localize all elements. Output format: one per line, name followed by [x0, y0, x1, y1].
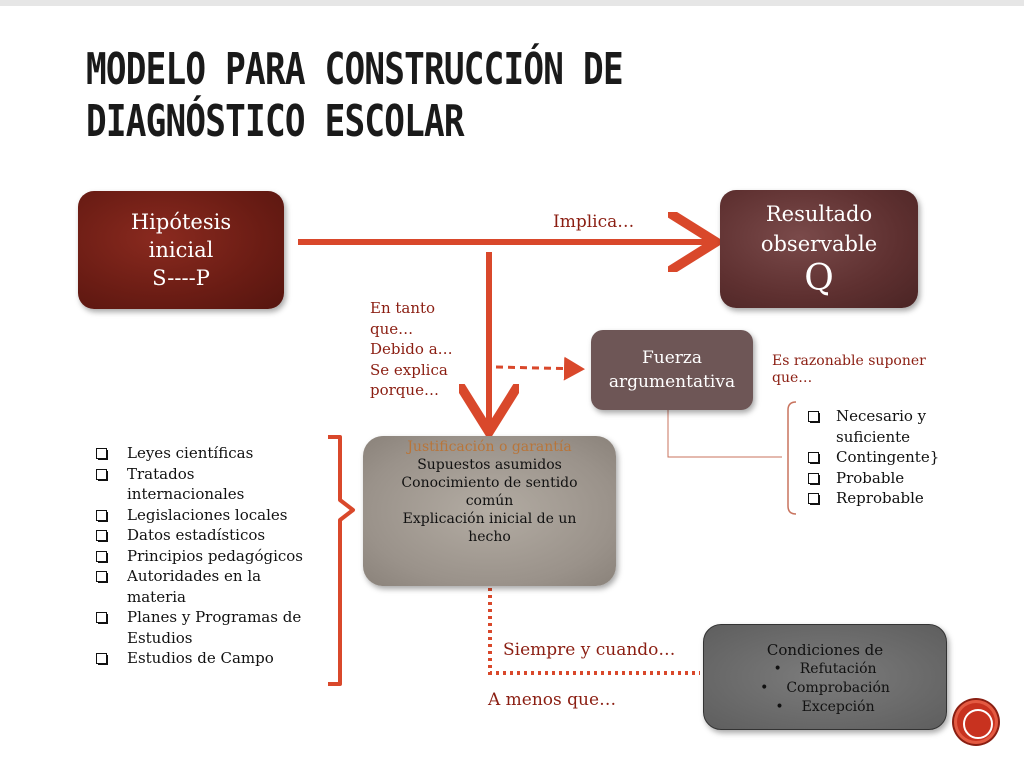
list-item: Necesario y suficiente	[808, 406, 958, 447]
condiciones-item: Refutación	[773, 660, 877, 679]
hipotesis-box: Hipótesis inicial S----P	[78, 191, 284, 309]
fuerza-line2: argumentativa	[608, 372, 736, 392]
en-tanto-line: Debido a…	[370, 340, 453, 358]
list-item: Contingente}	[808, 447, 958, 468]
checkbox-icon	[808, 452, 820, 464]
implica-label: Implica…	[553, 212, 635, 232]
fuerza-box: Fuerza argumentativa	[591, 330, 753, 410]
list-item: Reprobable	[808, 488, 958, 509]
red-circle-icon	[954, 700, 998, 744]
justificacion-line: Conocimiento de sentido	[401, 475, 578, 491]
justificacion-line: Supuestos asumidos	[417, 457, 562, 473]
razonable-line: Es razonable suponer	[772, 353, 926, 369]
checkbox-icon	[96, 571, 108, 583]
evidence-source-list: Leyes científicas Tratados internacional…	[96, 443, 306, 669]
list-item: Planes y Programas de Estudios	[96, 607, 306, 648]
resultado-line1: Resultado	[765, 202, 873, 226]
condiciones-item: Comprobación	[760, 679, 890, 698]
page-title: MODELO PARA CONSTRUCCIÓN DE DIAGNÓSTICO …	[86, 44, 624, 147]
razonable-line: que…	[772, 370, 813, 386]
left-bracket	[328, 435, 355, 686]
right-bracket	[787, 401, 797, 515]
checkbox-icon	[96, 448, 108, 460]
siempre-label: Siempre y cuando…	[503, 640, 676, 660]
list-item: Datos estadísticos	[96, 525, 306, 546]
condiciones-item: Excepción	[775, 698, 875, 717]
justificacion-box: Justificación o garantía Supuestos asumi…	[363, 436, 616, 586]
checkbox-icon	[96, 612, 108, 624]
fuerza-connector	[667, 410, 782, 458]
en-tanto-line: En tanto	[370, 299, 436, 317]
hipotesis-line2: inicial	[148, 238, 214, 262]
fuerza-line1: Fuerza	[641, 348, 703, 368]
justificacion-line: común	[465, 493, 514, 509]
fuerza-dashed-arrow	[495, 356, 585, 381]
en-tanto-line: que…	[370, 319, 414, 338]
justificacion-head: Justificación o garantía	[407, 439, 572, 455]
checkbox-icon	[96, 530, 108, 542]
en-tanto-line: Se explica	[370, 360, 448, 379]
justificacion-line: hecho	[468, 529, 511, 545]
condiciones-dotted-path	[488, 588, 700, 675]
checkbox-icon	[96, 468, 108, 481]
list-item: Principios pedagógicos	[96, 546, 306, 567]
razonable-label: Es razonable suponer que…	[772, 353, 972, 387]
list-item: Tratados internacionales	[96, 464, 306, 505]
checkbox-icon	[96, 550, 108, 563]
list-item: Leyes científicas	[96, 443, 306, 464]
resultado-box: Resultado observable Q	[720, 190, 918, 308]
list-item: Estudios de Campo	[96, 648, 306, 669]
a-menos-label: A menos que…	[488, 690, 617, 710]
resultado-line2: observable	[760, 232, 878, 256]
en-tanto-line: porque…	[370, 381, 439, 399]
list-item: Autoridades en la materia	[96, 566, 306, 607]
checkbox-icon	[808, 411, 820, 423]
list-item: Legislaciones locales	[96, 505, 306, 526]
hipotesis-line3: S----P	[152, 266, 210, 290]
checkbox-icon	[808, 493, 820, 505]
hipotesis-line1: Hipótesis	[130, 210, 232, 234]
top-bar	[0, 0, 1024, 6]
list-item: Probable	[808, 468, 958, 489]
resultado-q: Q	[804, 258, 834, 299]
condiciones-head: Condiciones de	[766, 641, 884, 659]
checkbox-icon	[96, 653, 108, 665]
justificacion-line: Explicación inicial de un	[402, 511, 577, 527]
en-tanto-label: En tanto que… Debido a… Se explica porqu…	[370, 298, 480, 401]
condiciones-box: Condiciones de Refutación Comprobación E…	[703, 624, 947, 730]
checkbox-icon	[808, 472, 820, 485]
qualifier-list: Necesario y suficiente Contingente} Prob…	[808, 406, 958, 509]
checkbox-icon	[96, 509, 108, 522]
